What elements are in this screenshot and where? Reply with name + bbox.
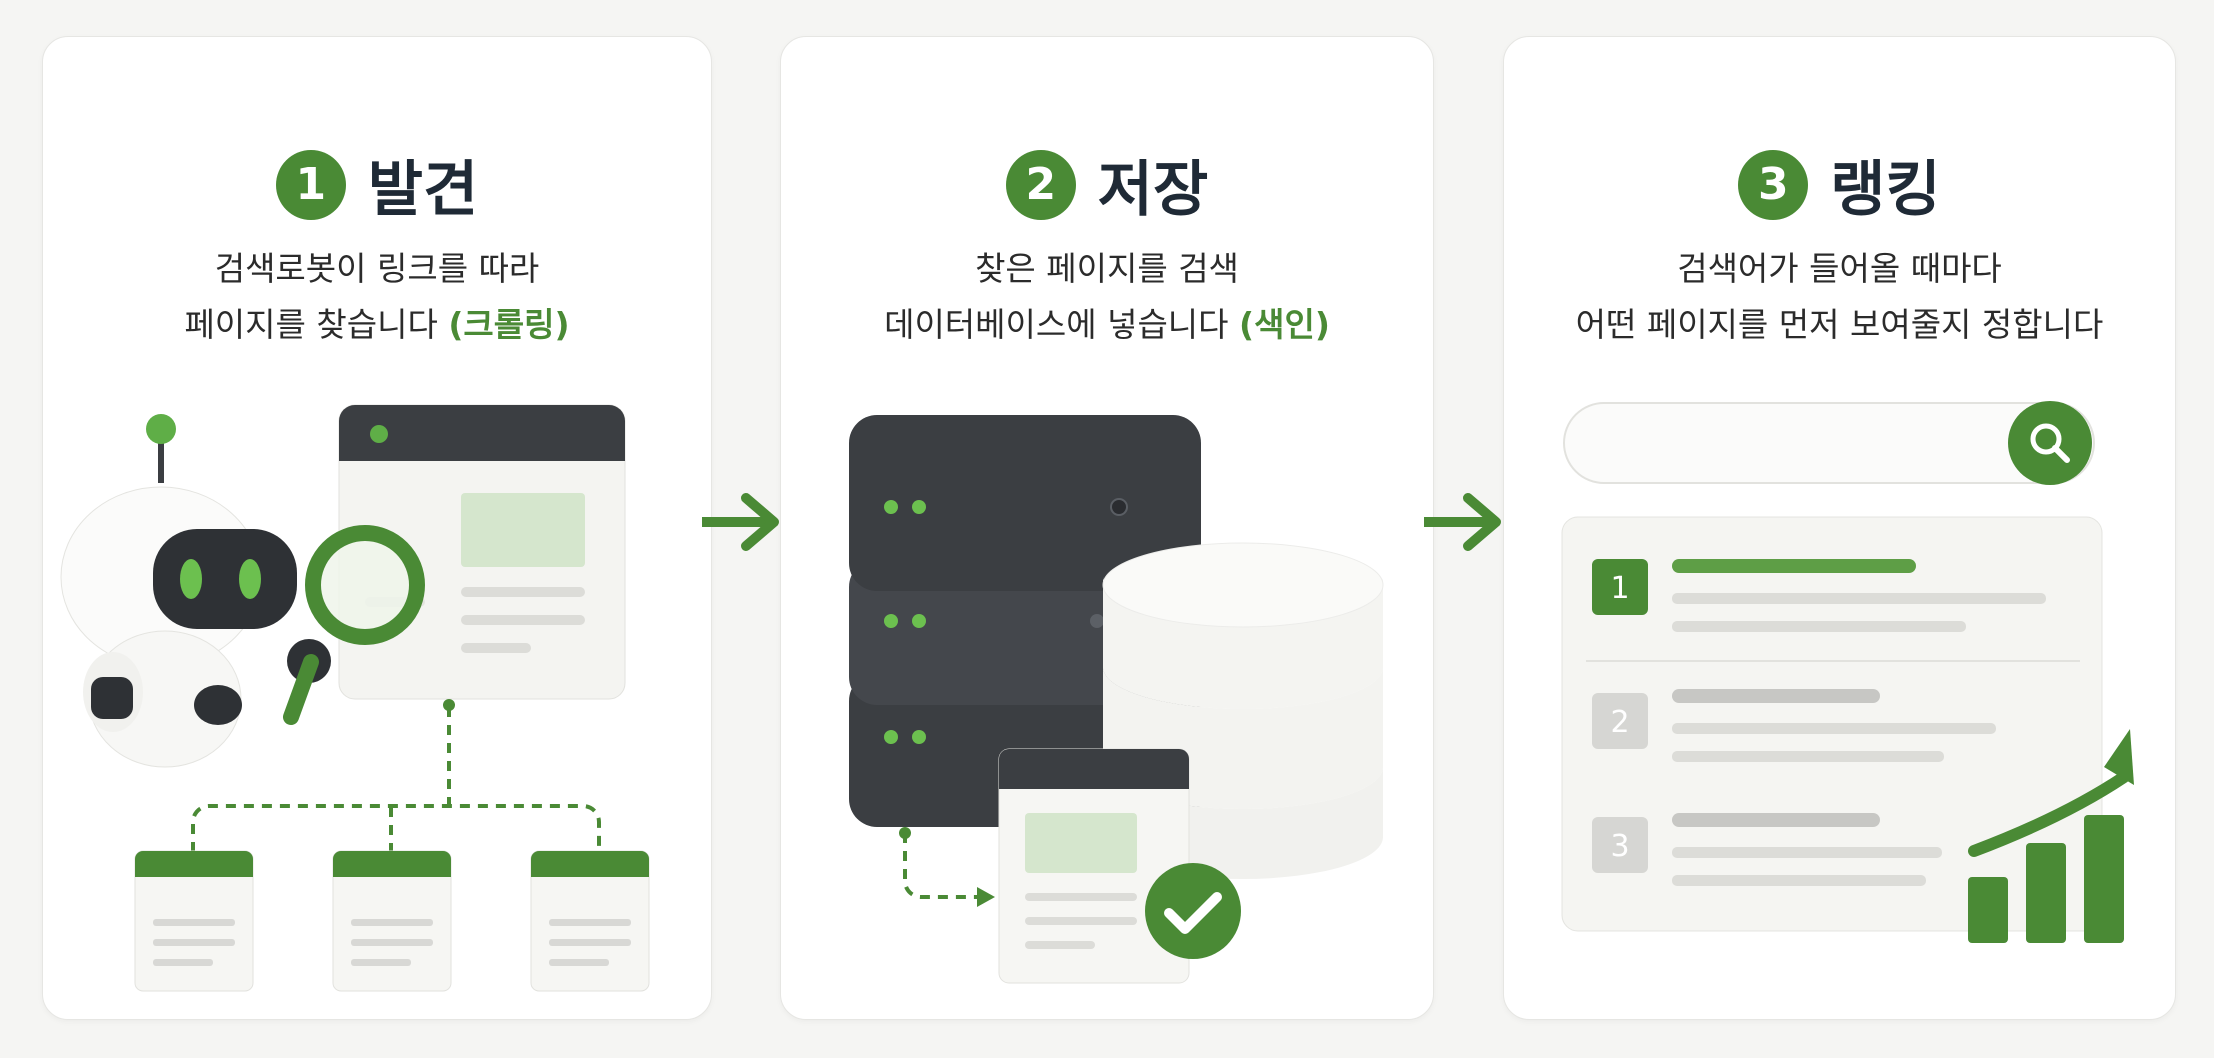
step-description: 찾은 페이지를 검색 데이터베이스에 넣습니다 (색인) — [781, 241, 1433, 353]
description-line-2: 데이터베이스에 넣습니다 — [884, 305, 1240, 344]
step-card-storage: 2 저장 찾은 페이지를 검색 데이터베이스에 넣습니다 (색인) — [780, 36, 1434, 1020]
results-panel: 1 2 3 — [1561, 516, 2103, 932]
link-tree — [191, 707, 601, 852]
child-page-1 — [134, 850, 254, 992]
step-heading: 1 발견 — [43, 141, 711, 228]
search-bar — [1563, 401, 2095, 485]
check-icon — [1145, 863, 1241, 959]
indexed-page-icon — [998, 748, 1190, 984]
step-title: 발견 — [367, 155, 479, 225]
rank-3-label: 3 — [1610, 829, 1629, 864]
magnifier-icon — [283, 525, 425, 725]
description-line-2: 어떤 페이지를 먼저 보여줄지 정합니다 — [1575, 305, 2104, 344]
arrow-right-icon — [1424, 493, 1501, 551]
step-number-badge: 2 — [1005, 149, 1076, 220]
arrow-right-icon — [702, 493, 779, 551]
robot-icon — [60, 414, 331, 768]
step-number-badge: 1 — [275, 149, 346, 220]
description-line-1: 검색로봇이 링크를 따라 — [214, 249, 540, 288]
step-card-ranking: 3 랭킹 검색어가 들어올 때마다 어떤 페이지를 먼저 보여줄지 정합니다 1… — [1503, 36, 2176, 1020]
description-highlight: (크롤링) — [448, 305, 570, 344]
ranking-illustration: 1 2 3 — [1561, 401, 2134, 943]
step-number-badge: 3 — [1738, 149, 1809, 220]
rank-1-label: 1 — [1610, 571, 1629, 606]
search-icon — [2008, 401, 2092, 485]
step-card-discovery: 1 발견 검색로봇이 링크를 따라 페이지를 찾습니다 (크롤링) — [42, 36, 712, 1020]
webpage-icon — [338, 404, 626, 700]
child-page-3 — [530, 850, 650, 992]
step-title: 랭킹 — [1830, 155, 1941, 225]
step-heading: 3 랭킹 — [1504, 141, 2175, 228]
description-line-1: 검색어가 들어올 때마다 — [1677, 249, 2002, 288]
step-description: 검색로봇이 링크를 따라 페이지를 찾습니다 (크롤링) — [43, 241, 711, 353]
insert-arrow — [899, 827, 995, 907]
rank-2-label: 2 — [1610, 705, 1629, 740]
step-title: 저장 — [1097, 155, 1209, 225]
crawling-illustration — [60, 404, 650, 992]
description-line-2: 페이지를 찾습니다 — [184, 305, 449, 344]
description-line-1: 찾은 페이지를 검색 — [975, 249, 1239, 288]
step-description: 검색어가 들어올 때마다 어떤 페이지를 먼저 보여줄지 정합니다 — [1504, 241, 2175, 353]
step-heading: 2 저장 — [781, 141, 1433, 228]
indexing-illustration — [849, 415, 1384, 984]
child-page-2 — [332, 850, 452, 992]
description-highlight: (색인) — [1239, 305, 1330, 344]
growth-chart-icon — [1968, 729, 2134, 943]
